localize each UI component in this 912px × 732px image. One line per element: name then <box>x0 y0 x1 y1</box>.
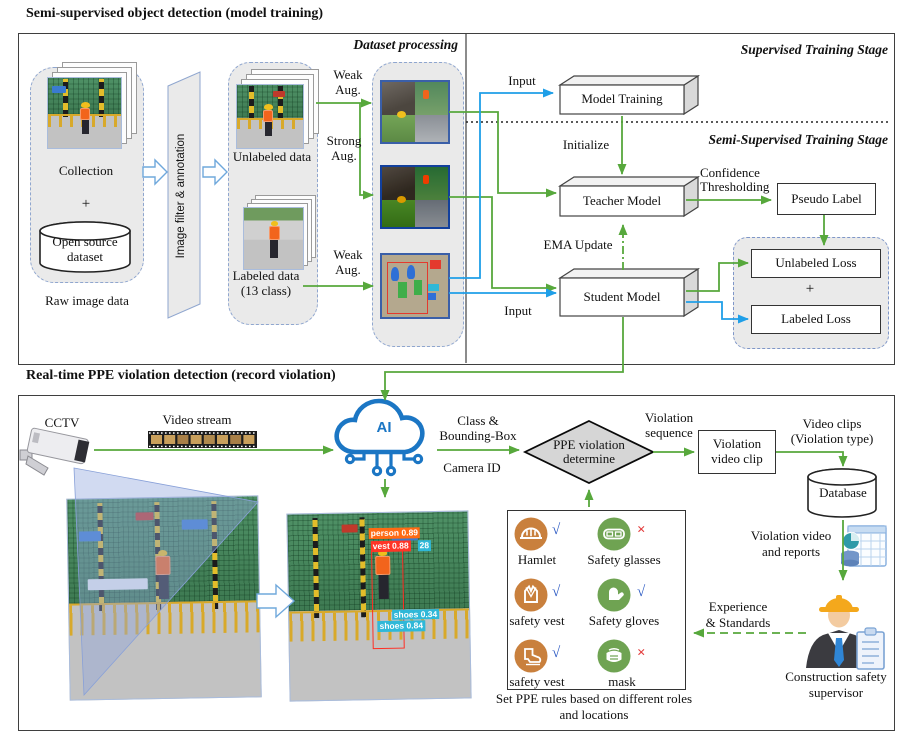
detection-label-fragment: 28 <box>417 539 432 551</box>
strong-aug-unlabeled-image <box>380 165 450 229</box>
pseudo-label-box: Pseudo Label <box>777 183 876 215</box>
strong-aug-label: Strong Aug. <box>326 133 362 163</box>
initialize-label: Initialize <box>562 137 610 152</box>
labeled-data-label: Labeled data (13 class) <box>232 268 300 298</box>
supervisor-label: Construction safety supervisor <box>785 669 887 700</box>
mask-mark: × <box>637 645 646 661</box>
open-source-dataset-label: Open source dataset <box>52 234 118 264</box>
labeled-annotated-image <box>380 253 450 319</box>
student-model-label: Student Model <box>583 288 661 304</box>
cctv-view-photo <box>66 495 262 701</box>
unlabeled-data-label: Unlabeled data <box>232 149 312 164</box>
ema-update-label: EMA Update <box>543 237 613 252</box>
experience-standards-label: Experience & Standards <box>705 599 771 630</box>
safety-glasses-mark: × <box>637 522 646 538</box>
weak-aug-label-2: Weak Aug. <box>333 247 363 277</box>
set-ppe-rules-label: Set PPE rules based on different roles a… <box>495 691 693 723</box>
vest-dot <box>422 90 429 100</box>
violation-video-clip-box: Violation video clip <box>698 430 776 474</box>
top-section-title: Semi-supervised object detection (model … <box>26 6 324 21</box>
unlabeled-data-photo <box>236 84 304 149</box>
dataset-processing-label: Dataset processing <box>353 37 458 52</box>
semi-supervised-stage-label: Semi-Supervised Training Stage <box>708 132 888 147</box>
violation-sequence-label: Violation sequence <box>644 410 694 440</box>
helmet-icon <box>514 517 548 551</box>
bottom-section-title: Real-time PPE violation detection (recor… <box>26 368 336 383</box>
confidence-thresholding-label: Confidence Thresholding <box>700 165 770 194</box>
database-label: Database <box>819 485 867 500</box>
class-bbox-label: Class & Bounding-Box <box>439 413 517 443</box>
safety-glasses-icon <box>597 517 631 551</box>
collection-photo <box>47 77 122 149</box>
cctv-label: CCTV <box>44 415 80 430</box>
unlabeled-loss-box: Unlabeled Loss <box>751 249 881 278</box>
input-label-bottom: Input <box>504 303 532 318</box>
video-clips-label: Video clips (Violation type) <box>790 416 874 446</box>
violation-video-reports-label: Violation video and reports <box>750 528 832 559</box>
camera-id-label: Camera ID <box>443 460 501 475</box>
helmet-label: Hamlet <box>517 552 557 567</box>
model-training-label: Model Training <box>581 91 663 107</box>
detection-label-shoes2: shoes 0.84 <box>377 620 426 632</box>
video-stream-label: Video stream <box>162 412 232 427</box>
detection-result-photo: person 0.89 vest 0.88 28 shoes 0.34 shoe… <box>286 510 472 702</box>
ppe-diamond-label: PPE violation determine <box>553 437 625 466</box>
safety-gloves-icon <box>597 578 631 612</box>
collection-label: Collection <box>58 163 114 178</box>
safety-gloves-label: Safety gloves <box>588 613 660 628</box>
teacher-model-label: Teacher Model <box>582 192 662 208</box>
weak-aug-label-1: Weak Aug. <box>333 67 363 97</box>
mask-icon <box>597 639 631 673</box>
safety-glasses-label: Safety glasses <box>587 552 661 567</box>
loss-plus-sign: + <box>805 281 815 297</box>
safety-vest-label: safety vest <box>509 613 565 628</box>
mask-label: mask <box>608 674 636 689</box>
safety-boot-label: safety vest <box>509 674 565 689</box>
safety-vest-mark: √ <box>552 584 561 600</box>
helmet-mark: √ <box>552 522 561 538</box>
safety-boot-mark: √ <box>552 645 561 661</box>
helmet-dot <box>396 195 406 203</box>
detection-label-shoes1: shoes 0.34 <box>391 608 440 621</box>
raw-image-data-label: Raw image data <box>45 293 129 308</box>
supervised-stage-label: Supervised Training Stage <box>740 42 888 57</box>
detection-label-person: person 0.89 <box>368 527 421 539</box>
ai-label: AI <box>376 419 392 436</box>
safety-vest-icon <box>514 578 548 612</box>
image-filter-label: Image filter & annotation <box>175 133 187 259</box>
safety-boot-icon <box>514 639 548 673</box>
labeled-loss-box: Labeled Loss <box>751 305 881 334</box>
input-label-top: Input <box>508 73 536 88</box>
plus-sign: + <box>81 196 91 212</box>
weak-aug-unlabeled-image <box>380 80 450 144</box>
labeled-data-photo <box>243 207 304 270</box>
detection-label-vest: vest 0.88 <box>370 540 411 552</box>
safety-gloves-mark: √ <box>637 584 646 600</box>
helmet-dot <box>396 110 406 118</box>
vest-dot <box>422 175 429 185</box>
